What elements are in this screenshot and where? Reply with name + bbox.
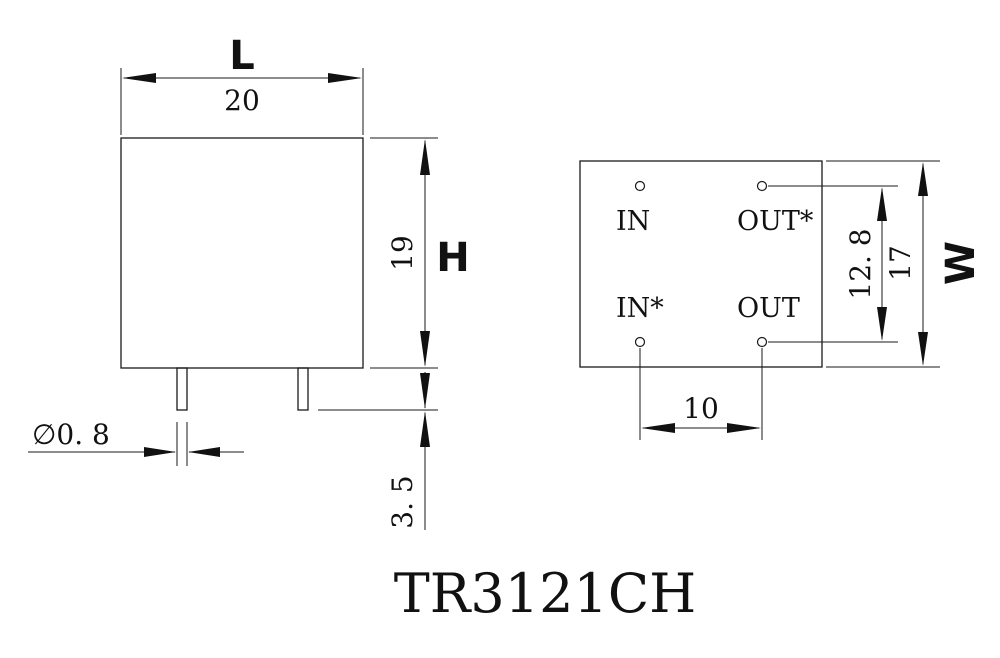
height-dimension: 19 H (370, 137, 470, 369)
component-body-side (120, 137, 364, 369)
pin-diameter-dimension: ∅0. 8 (28, 418, 244, 466)
pin-label-out: OUT (737, 293, 800, 324)
pin-row-spacing-value: 12. 8 (844, 228, 877, 299)
length-value: 20 (224, 84, 260, 117)
pin-column-spacing-dimension: 10 (639, 348, 763, 440)
bottom-view: IN OUT* IN* OUT 12. 8 17 W (579, 160, 984, 440)
pin-right (297, 367, 309, 411)
pin-hole-out-star (756, 180, 768, 192)
height-value: 19 (386, 235, 419, 271)
height-letter: H (436, 235, 469, 281)
pin-column-spacing-value: 10 (683, 392, 719, 425)
pin-left (176, 367, 188, 411)
pin-label-out-star: OUT* (737, 206, 814, 237)
pin-hole-in-star (634, 336, 646, 348)
pin-row-spacing-dimension: 12. 8 (768, 185, 898, 343)
pin-length-dimension: 3. 5 (318, 372, 438, 530)
component-body-bottom (579, 160, 823, 368)
width-dimension: 17 W (826, 160, 984, 368)
width-letter: W (938, 241, 984, 285)
pin-hole-in (634, 180, 646, 192)
model-title: TR3121CH (394, 562, 697, 625)
pin-length-value: 3. 5 (386, 475, 419, 528)
pin-label-in: IN (616, 206, 650, 237)
pin-hole-out (756, 336, 768, 348)
side-view: L 20 19 H 3. 5 (28, 33, 470, 530)
length-dimension: L 20 (120, 33, 364, 135)
width-value: 17 (884, 245, 917, 281)
length-letter: L (229, 33, 255, 79)
pin-diameter-label: ∅0. 8 (32, 418, 110, 451)
pin-label-in-star: IN* (616, 293, 664, 324)
